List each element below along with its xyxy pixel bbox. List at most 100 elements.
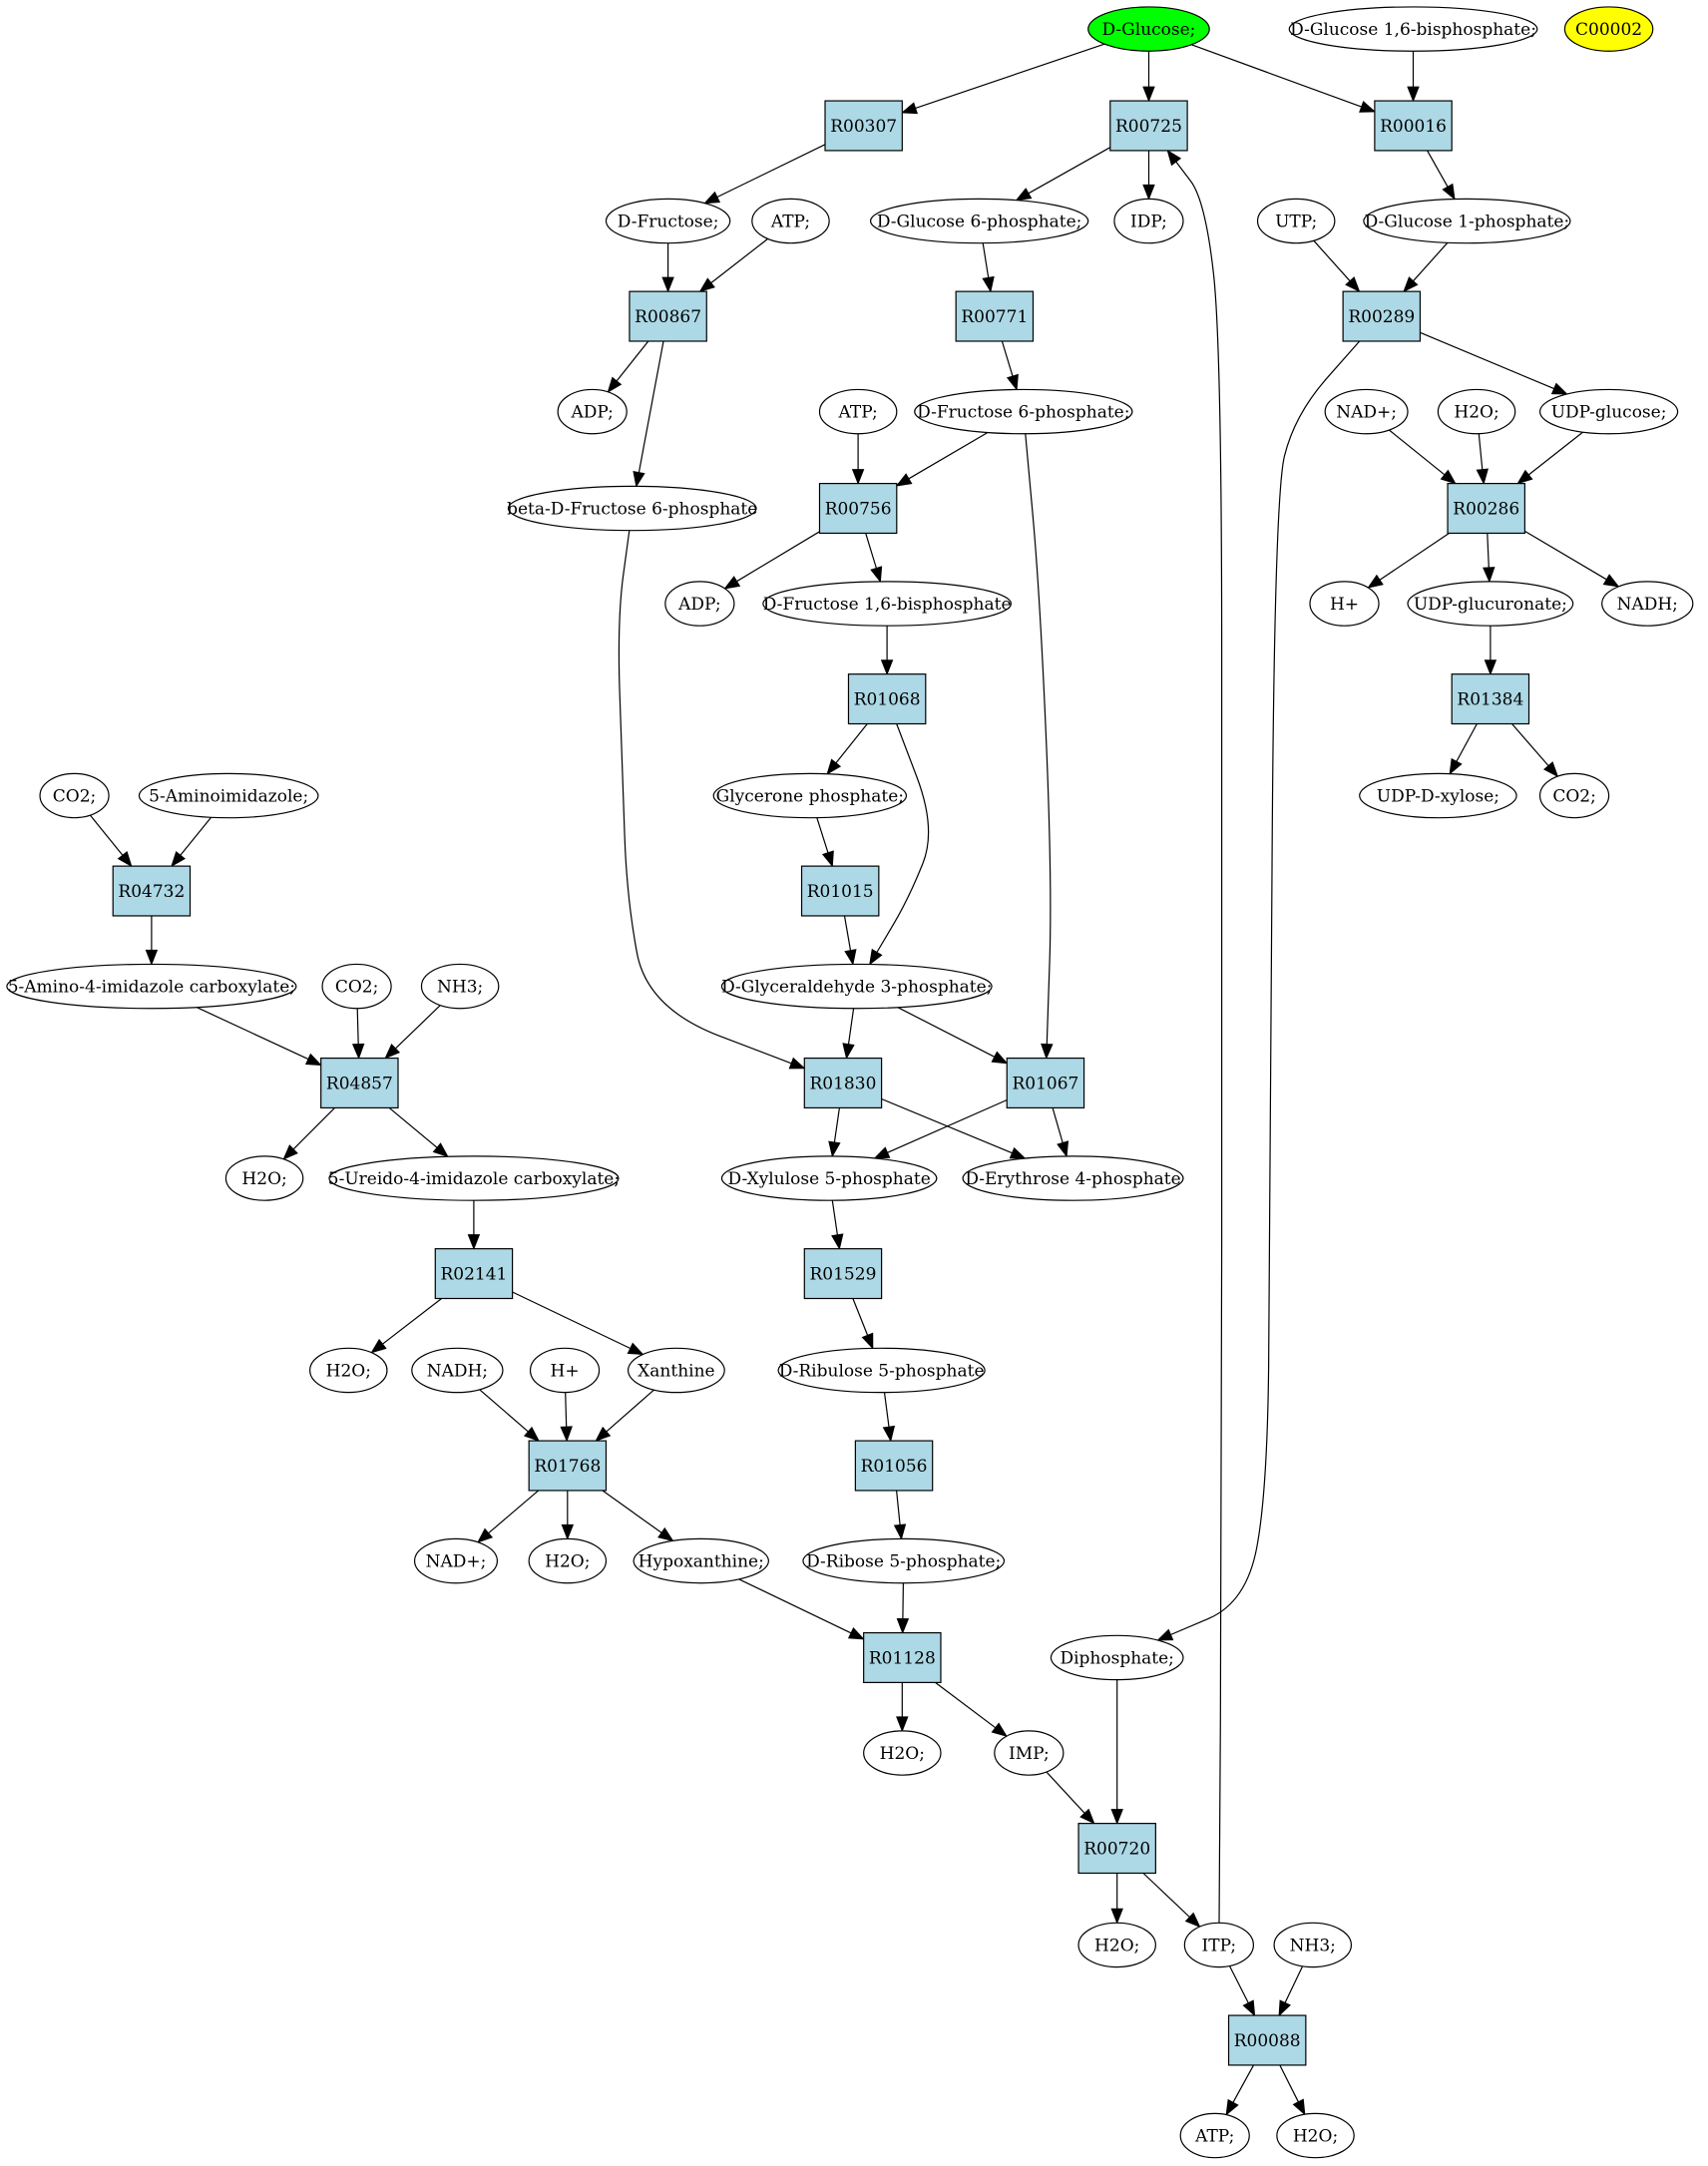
compound-node-n_aminoimid[interactable]: 5-Aminoimidazole; (138, 772, 319, 819)
reaction-node-r_R01529[interactable]: R01529 (803, 1248, 883, 1300)
reaction-node-r_R04857[interactable]: R04857 (320, 1057, 399, 1109)
compound-node-n_nadh2[interactable]: NADH; (411, 1347, 504, 1394)
compound-ellipse (1309, 581, 1380, 627)
compound-node-n_itp[interactable]: ITP; (1183, 1922, 1254, 1968)
reaction-node-r_R00088[interactable]: R00088 (1227, 2014, 1307, 2066)
reaction-node-r_R00771[interactable]: R00771 (955, 290, 1035, 342)
node-label: ITP; (1202, 1936, 1237, 1955)
node-label: ATP; (1194, 2127, 1234, 2147)
compound-node-n_udpglcA[interactable]: UDP-glucuronate; (1407, 581, 1574, 627)
compound-node-n_x5p[interactable]: D-Xylulose 5-phosphate (720, 1155, 938, 1201)
node-label: H2O; (545, 1552, 590, 1572)
compound-node-n_h2o4[interactable]: H2O; (528, 1537, 608, 1584)
compound-node-n_h2o2[interactable]: H2O; (224, 1155, 304, 1201)
edge-n_glucose-to-r_R00307 (901, 43, 1105, 115)
reaction-node-r_R00286[interactable]: R00286 (1447, 482, 1525, 535)
edge-r_R00867-to-n_adp1 (607, 340, 649, 393)
compound-node-n_nh3a[interactable]: NH3; (420, 963, 500, 1010)
compound-node-n_nadh1[interactable]: NADH; (1601, 581, 1694, 627)
compound-node-n_idp[interactable]: IDP; (1113, 198, 1184, 244)
reaction-node-r_R00725[interactable]: R00725 (1109, 100, 1188, 152)
compound-node-n_h2o1[interactable]: H2O; (1437, 388, 1516, 435)
compound-node-n_bf6p[interactable]: beta-D-Fructose 6-phosphate (507, 485, 757, 532)
compound-node-n_hypox[interactable]: Hypoxanthine; (633, 1537, 770, 1584)
compound-ellipse (328, 1155, 620, 1201)
compound-node-n_nadp1[interactable]: NAD+; (1324, 388, 1409, 435)
reaction-box (1006, 1057, 1085, 1109)
compound-node-n_co2b[interactable]: CO2; (1538, 772, 1610, 819)
edge-r_R01529-to-n_ru5p (852, 1298, 874, 1350)
compound-node-n_fructose[interactable]: D-Fructose; (605, 198, 731, 244)
reaction-node-r_R04732[interactable]: R04732 (112, 865, 192, 917)
compound-node-n_adp2[interactable]: ADP; (664, 581, 735, 627)
compound-node-n_h2o5[interactable]: H2O; (863, 1730, 942, 1776)
edge-line (488, 1490, 540, 1534)
compound-node-n_atp3[interactable]: ATP; (1179, 2112, 1250, 2159)
arrowhead (560, 1426, 573, 1443)
compound-node-n_nadp2[interactable]: NAD+; (413, 1537, 499, 1584)
reaction-node-r_R01128[interactable]: R01128 (863, 1631, 942, 1684)
edge-line (865, 533, 877, 569)
reaction-node-r_R01067[interactable]: R01067 (1006, 1057, 1085, 1109)
reaction-node-r_R01384[interactable]: R01384 (1451, 673, 1530, 725)
reaction-node-r_R00016[interactable]: R00016 (1374, 100, 1453, 152)
compound-node-n_udpxyl[interactable]: UDP-D-xylose; (1359, 772, 1517, 819)
compound-node-n_h2o6[interactable]: H2O; (1077, 1922, 1156, 1968)
node-label: UDP-glucose; (1551, 403, 1667, 423)
compound-node-n_f6p[interactable]: D-Fructose 6-phosphate; (914, 388, 1133, 435)
compound-node-n_imp[interactable]: IMP; (994, 1730, 1065, 1776)
reaction-node-r_R02141[interactable]: R02141 (434, 1248, 514, 1300)
edge-r_R00088-to-n_h2o7 (1279, 2064, 1306, 2116)
compound-node-n_h2o3[interactable]: H2O; (309, 1347, 388, 1394)
arrowhead (893, 1523, 907, 1540)
reaction-node-r_R01830[interactable]: R01830 (803, 1057, 883, 1109)
edge-line (982, 242, 990, 278)
compound-node-n_glucose[interactable]: D-Glucose; (1087, 6, 1210, 52)
arrowhead (1110, 1809, 1123, 1825)
compound-ellipse (1256, 198, 1336, 244)
compound-node-n_adp1[interactable]: ADP; (557, 388, 628, 435)
reaction-node-r_R00720[interactable]: R00720 (1077, 1823, 1156, 1875)
compound-node-n_r5p[interactable]: D-Ribose 5-phosphate; (802, 1537, 1006, 1584)
compound-node-n_f16bp[interactable]: D-Fructose 1,6-bisphosphate (762, 581, 1012, 627)
compound-node-n_co2c[interactable]: CO2; (321, 963, 392, 1010)
reaction-node-r_R01015[interactable]: R01015 (800, 865, 880, 917)
edge-line (852, 1298, 869, 1336)
reaction-node-r_R00756[interactable]: R00756 (818, 482, 898, 535)
compound-node-n_hplus1[interactable]: H+ (1309, 581, 1380, 627)
compound-node-n_xanthine[interactable]: Xanthine (627, 1347, 725, 1394)
compound-node-n_udpg[interactable]: UDP-glucose; (1538, 388, 1679, 435)
compound-node-n_h2o7[interactable]: H2O; (1276, 2112, 1355, 2159)
compound-node-n_atp2[interactable]: ATP; (818, 388, 898, 435)
compound-node-n_atp1[interactable]: ATP; (751, 198, 830, 244)
node-label: R00771 (961, 307, 1028, 327)
compound-node-n_c00002[interactable]: C00002 (1563, 6, 1654, 52)
compound-node-n_g6p[interactable]: D-Glucose 6-phosphate; (869, 198, 1089, 244)
compound-node-n_aicarb[interactable]: 5-Amino-4-imidazole carboxylate; (6, 963, 297, 1010)
node-label: H2O; (1094, 1936, 1139, 1955)
reaction-node-r_R00289[interactable]: R00289 (1342, 290, 1422, 342)
reaction-node-r_R00867[interactable]: R00867 (629, 290, 707, 342)
compound-node-n_g16bp[interactable]: D-Glucose 1,6-bisphosphate; (1288, 6, 1538, 52)
reaction-node-r_R01056[interactable]: R01056 (854, 1440, 934, 1492)
compound-node-n_ru5p[interactable]: D-Ribulose 5-phosphate (777, 1347, 986, 1394)
compound-node-n_e4p[interactable]: D-Erythrose 4-phosphate (962, 1155, 1184, 1201)
compound-ellipse (309, 1347, 388, 1394)
compound-node-n_utp[interactable]: UTP; (1256, 198, 1336, 244)
node-label: Glycerone phosphate; (716, 787, 904, 807)
arrowhead (561, 1523, 575, 1540)
compound-ellipse (720, 1155, 938, 1201)
reaction-node-r_R01068[interactable]: R01068 (847, 673, 927, 725)
compound-node-n_diphos[interactable]: Diphosphate; (1050, 1634, 1184, 1681)
reaction-node-r_R01768[interactable]: R01768 (528, 1440, 608, 1492)
compound-node-n_g1p[interactable]: D-Glucose 1-phosphate; (1363, 198, 1571, 244)
edge-line (1511, 723, 1549, 766)
reaction-node-r_R00307[interactable]: R00307 (824, 100, 903, 152)
arrowhead (1184, 1912, 1201, 1929)
compound-node-n_glycerone[interactable]: Glycerone phosphate; (712, 772, 908, 819)
compound-node-n_uicarb[interactable]: 5-Ureido-4-imidazole carboxylate; (328, 1155, 620, 1201)
compound-node-n_co2a[interactable]: CO2; (39, 772, 110, 819)
compound-node-n_hplus2[interactable]: H+ (529, 1347, 601, 1394)
compound-node-n_gap[interactable]: D-Glyceraldehyde 3-phosphate; (720, 963, 993, 1010)
compound-node-n_nh3b[interactable]: NH3; (1273, 1922, 1353, 1968)
